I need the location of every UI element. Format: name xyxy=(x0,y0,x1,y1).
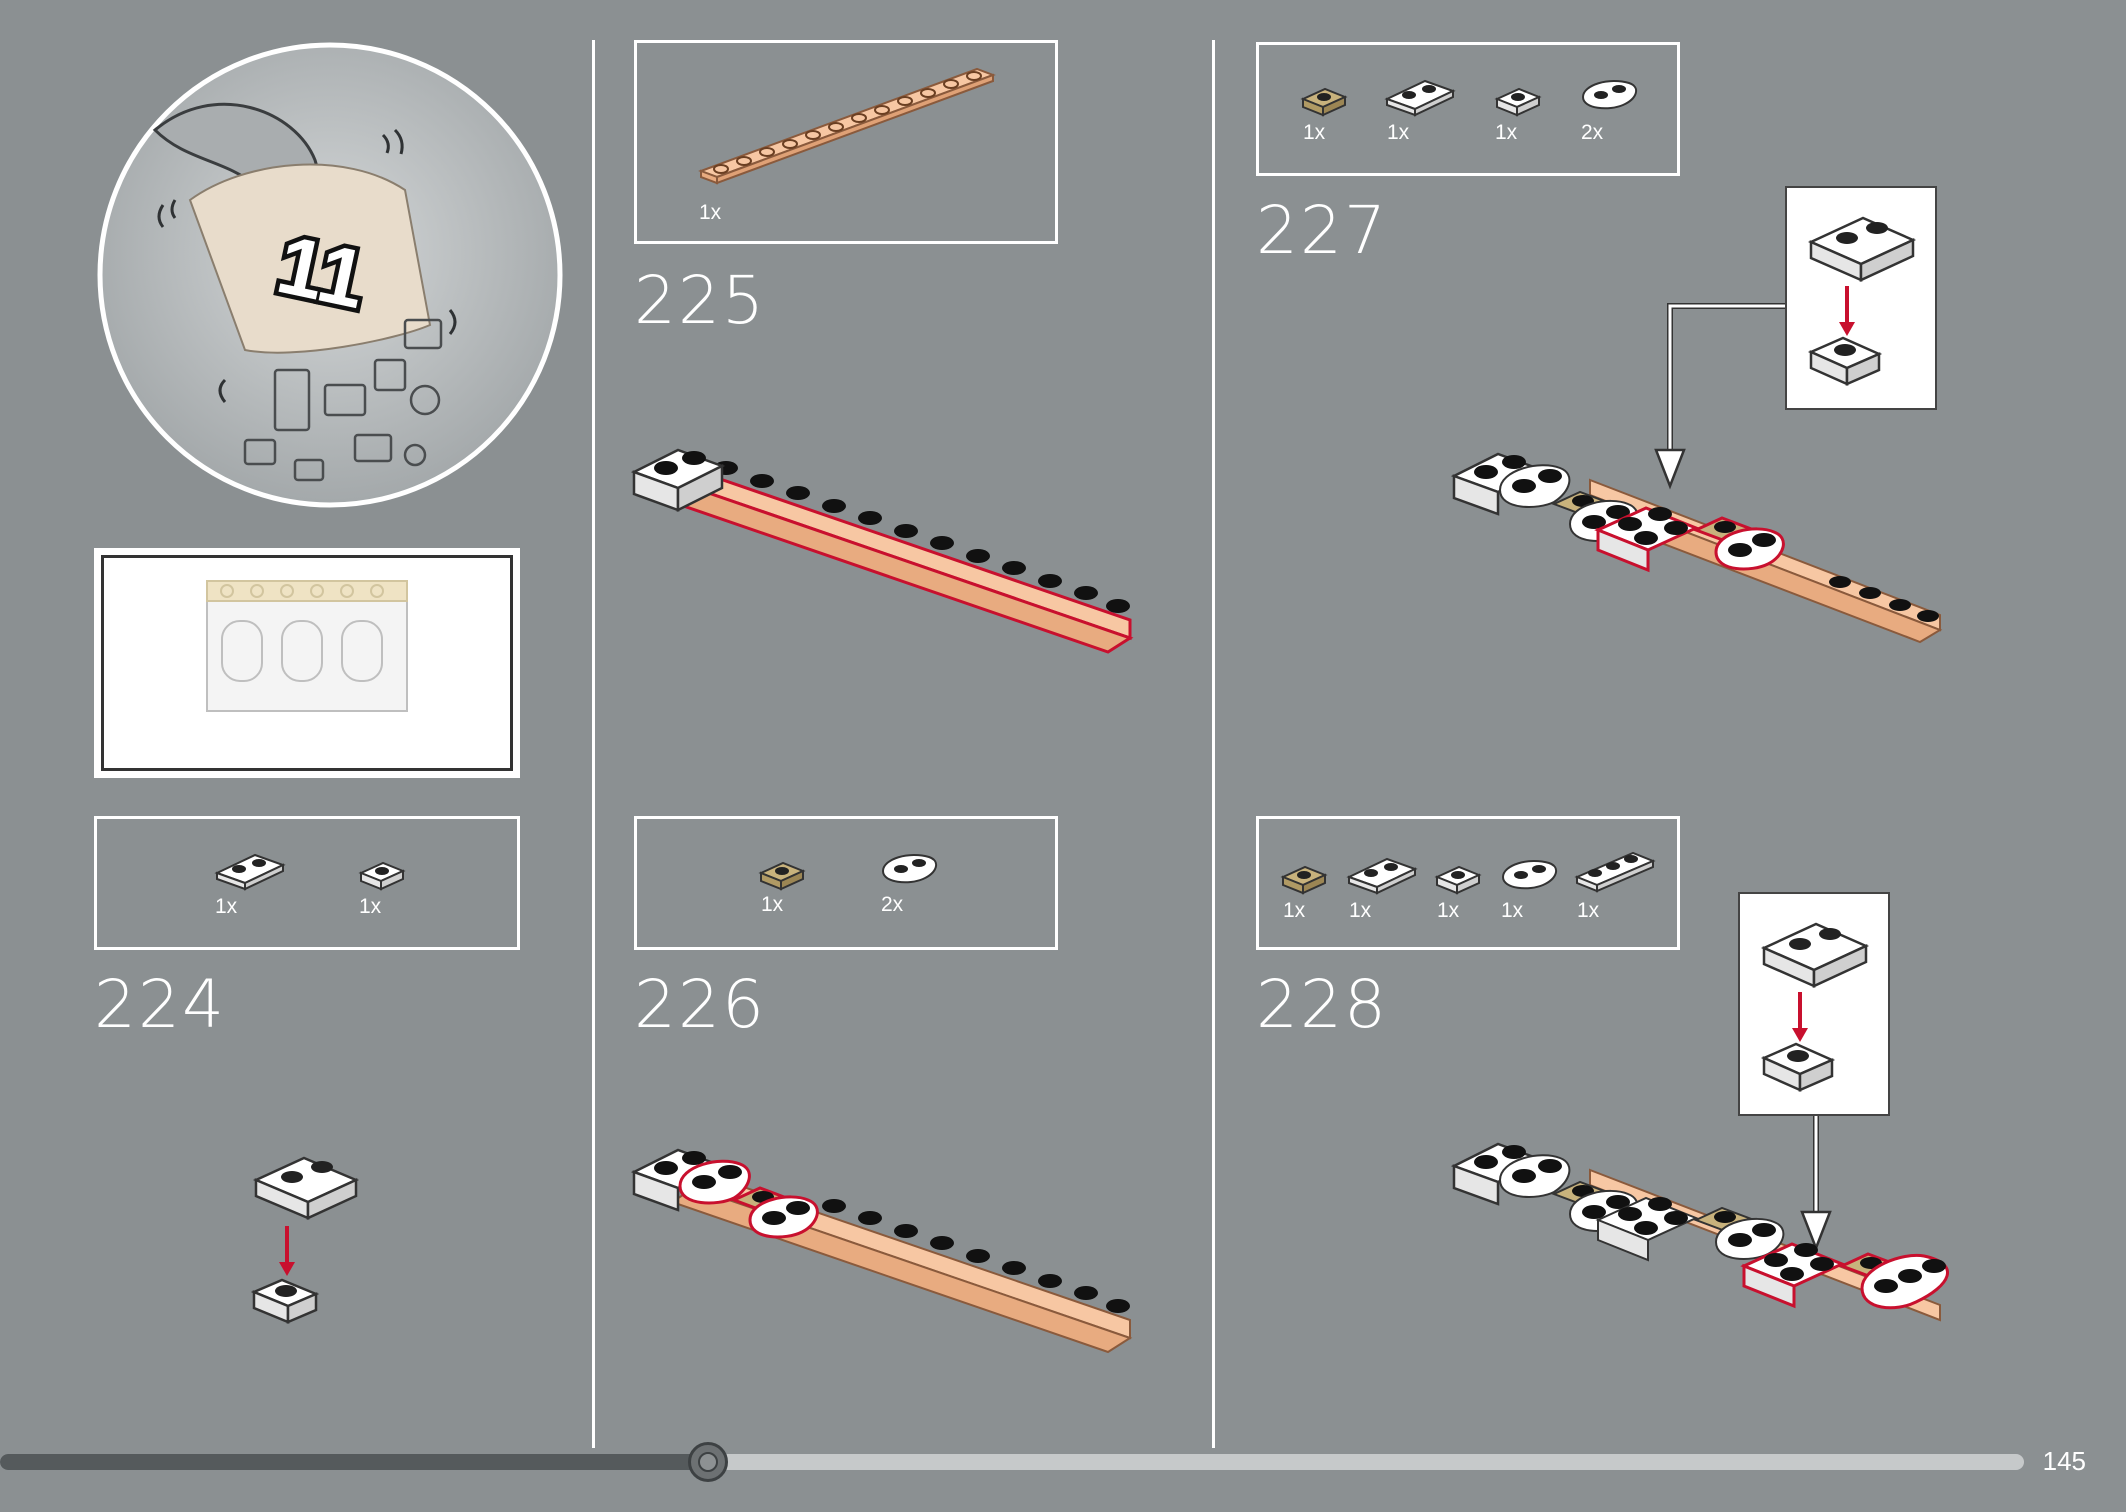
page-number: 145 xyxy=(2042,1446,2086,1476)
part-qty: 1x xyxy=(761,893,784,916)
parts-box-225: 1x xyxy=(634,40,1058,244)
bag-number: 11 xyxy=(270,219,374,326)
placement-arrow-227 xyxy=(1654,303,1785,490)
step-226-build xyxy=(630,1148,1133,1354)
part-plate-1x1-tan xyxy=(758,861,806,891)
step-number-226: 226 xyxy=(634,966,766,1043)
part-qty: 1x xyxy=(1349,899,1372,922)
part-qty: 1x xyxy=(1495,121,1518,144)
parts-box-227: 1x 1x 1x 2x xyxy=(1256,42,1680,176)
model-preview-illustration xyxy=(206,580,408,712)
part-qty: 2x xyxy=(1581,121,1604,144)
part-plate-round-white xyxy=(1581,79,1638,110)
part-plate-1x1-white xyxy=(1494,87,1542,117)
part-plate-1x2-white xyxy=(1384,79,1456,117)
part-plate-1x12-peach xyxy=(698,67,996,185)
step-227-build xyxy=(1450,452,1943,644)
part-plate-round-white xyxy=(1501,859,1558,890)
bag-illustration: 11 xyxy=(97,42,563,508)
part-plate-1x2-white xyxy=(214,853,286,891)
column-divider-left xyxy=(592,40,595,1448)
parts-box-224: 1x 1x xyxy=(94,816,520,950)
part-plate-round-white xyxy=(881,853,938,884)
progress-fill xyxy=(0,1454,708,1470)
sub-assembly-illustration xyxy=(1807,216,1917,386)
part-qty: 2x xyxy=(881,893,904,916)
part-qty: 1x xyxy=(215,895,238,918)
part-qty: 1x xyxy=(1577,899,1600,922)
step-225-build xyxy=(630,448,1134,654)
part-plate-1x2-white xyxy=(1346,857,1418,895)
part-plate-1x1-tan xyxy=(1300,87,1348,117)
part-qty: 1x xyxy=(1303,121,1326,144)
sub-assembly-illustration xyxy=(1760,922,1870,1092)
part-qty: 1x xyxy=(1501,899,1524,922)
sub-assembly-callout-227 xyxy=(1785,186,1937,410)
part-qty: 1x xyxy=(699,201,722,224)
step-number-225: 225 xyxy=(634,262,766,339)
step-228-build xyxy=(1450,1142,1949,1322)
part-plate-1x1-tan xyxy=(1280,865,1328,895)
part-qty: 1x xyxy=(1437,899,1460,922)
parts-box-228: 1x 1x 1x 1x 1x xyxy=(1256,816,1680,950)
part-plate-1x1-white xyxy=(1434,865,1482,895)
part-plate-1x3-white xyxy=(1574,851,1656,893)
sub-assembly-callout-228 xyxy=(1738,892,1890,1116)
progress-knob xyxy=(688,1442,728,1482)
step-number-224: 224 xyxy=(94,966,226,1043)
part-plate-1x1-white xyxy=(358,861,406,891)
column-divider-right xyxy=(1212,40,1215,1448)
parts-box-226: 1x 2x xyxy=(634,816,1058,950)
part-qty: 1x xyxy=(359,895,382,918)
step-number-227: 227 xyxy=(1256,192,1388,269)
part-qty: 1x xyxy=(1387,121,1410,144)
step-number-228: 228 xyxy=(1256,966,1388,1043)
step-224-build xyxy=(250,1156,360,1324)
placement-arrow-228 xyxy=(1800,1116,1832,1252)
model-preview-box xyxy=(94,548,520,778)
part-qty: 1x xyxy=(1283,899,1306,922)
